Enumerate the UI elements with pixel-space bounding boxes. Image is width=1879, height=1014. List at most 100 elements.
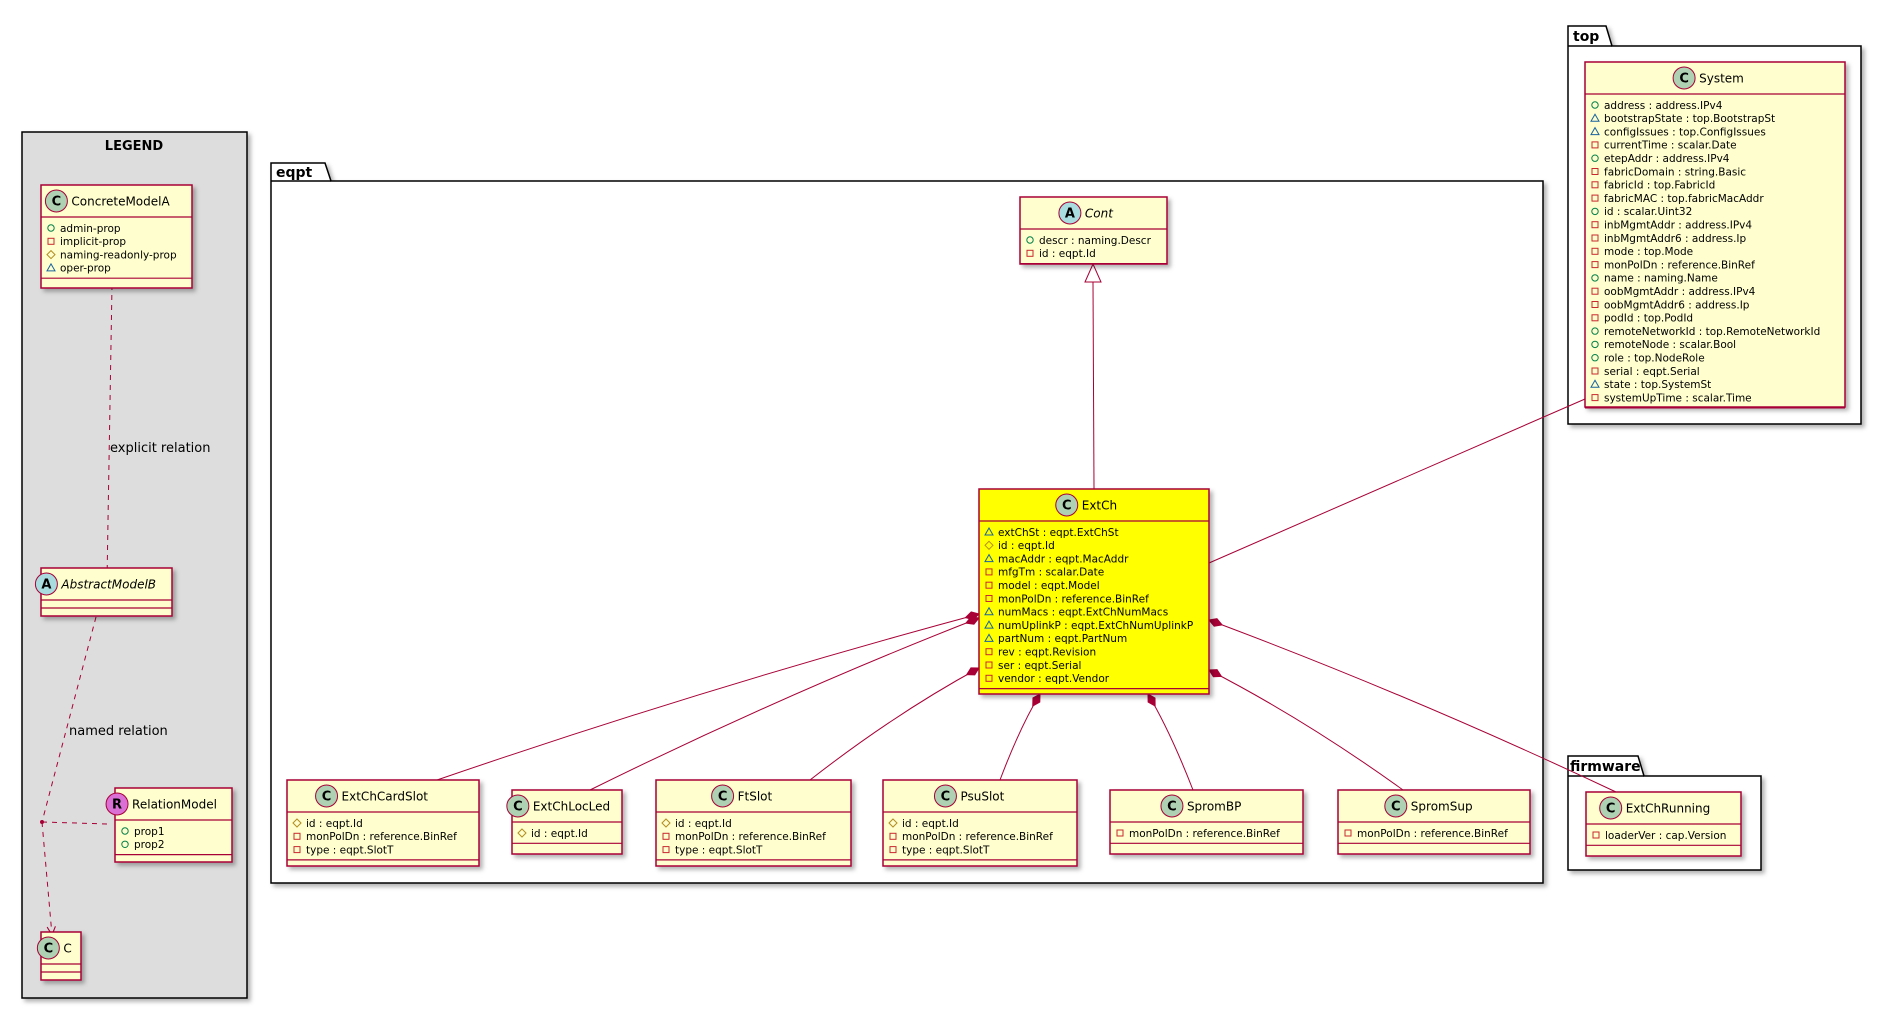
- class-attribute: role : top.NodeRole: [1604, 353, 1705, 365]
- visibility-public-icon: [1591, 354, 1599, 362]
- visibility-private-icon: [1591, 194, 1599, 202]
- visibility-package-icon: [46, 262, 56, 272]
- visibility-public-icon: [1591, 101, 1599, 109]
- class-attribute: oobMgmtAddr : address.IPv4: [1604, 286, 1756, 298]
- visibility-public-icon: [121, 827, 129, 835]
- stereotype-a-icon: [1058, 201, 1082, 225]
- visibility-private-icon: [1591, 168, 1599, 175]
- composition-line: [809, 667, 980, 781]
- composition-diamond-icon: [965, 667, 980, 676]
- class-attribute: fabricDomain : string.Basic: [1604, 166, 1746, 178]
- stereotype-c-icon: [315, 784, 339, 808]
- stereotype-c-icon: [1384, 794, 1408, 818]
- class-attribute: implicit-prop: [60, 236, 126, 248]
- class-attribute: systemUpTime : scalar.Time: [1604, 392, 1752, 404]
- class-name: ExtCh: [1082, 499, 1117, 513]
- class-attribute: admin-prop: [60, 223, 121, 235]
- visibility-protected-icon: [888, 818, 898, 828]
- class-attribute: remoteNode : scalar.Bool: [1604, 339, 1736, 351]
- legend-named-relation-label: named relation: [69, 724, 168, 739]
- class-abstractmodelb[interactable]: A AbstractModelB: [34, 567, 173, 617]
- relations-layer: explicit relation named relation: [40, 262, 1617, 935]
- visibility-public-icon: [1591, 274, 1599, 282]
- stereotype-letter: C: [941, 790, 951, 805]
- class-attribute: oobMgmtAddr6 : address.Ip: [1604, 299, 1750, 311]
- visibility-protected-icon: [984, 540, 994, 551]
- visibility-private-icon: [293, 846, 301, 854]
- stereotype-letter: C: [1606, 802, 1616, 817]
- class-attribute: vendor : eqpt.Vendor: [998, 673, 1110, 685]
- visibility-public-icon: [1591, 340, 1599, 349]
- stereotype-c-icon: [44, 189, 68, 213]
- package-label-firmware: firmware: [1570, 759, 1641, 775]
- visibility-package-icon: [984, 633, 994, 642]
- class-attribute: mode : top.Mode: [1604, 246, 1693, 258]
- composition-diamond-icon: [1147, 693, 1156, 707]
- visibility-private-icon: [47, 237, 55, 245]
- class-name: ExtChRunning: [1626, 802, 1711, 816]
- visibility-private-icon: [1591, 314, 1599, 322]
- visibility-private-icon: [985, 648, 993, 656]
- visibility-private-icon: [1591, 367, 1599, 375]
- visibility-public-icon: [1591, 207, 1599, 216]
- class-box: [978, 488, 1210, 695]
- stereotype-letter: R: [112, 798, 122, 813]
- class-attribute: monPolDn : reference.BinRef: [675, 831, 826, 843]
- class-attribute: mfgTm : scalar.Date: [998, 567, 1104, 579]
- class-attribute: rev : eqpt.Revision: [998, 647, 1096, 659]
- visibility-protected-icon: [517, 828, 527, 838]
- class-attribute: monPolDn : reference.BinRef: [1604, 259, 1755, 271]
- visibility-private-icon: [985, 674, 993, 682]
- visibility-private-icon: [1026, 249, 1034, 257]
- package-eqpt: eqpt: [270, 162, 1544, 884]
- class-name: SpromBP: [1187, 800, 1241, 814]
- stereotype-letter: A: [41, 578, 51, 593]
- stereotype-letter: C: [513, 800, 523, 815]
- visibility-private-icon: [1591, 247, 1599, 255]
- visibility-private-icon: [1591, 181, 1599, 189]
- class-attribute: loaderVer : cap.Version: [1605, 830, 1726, 842]
- composition-diamond-icon: [1208, 669, 1223, 678]
- stereotype-c-icon: [1672, 66, 1696, 90]
- composition-line: [1208, 619, 1617, 793]
- class-name: Cont: [1085, 207, 1114, 221]
- class-attribute: type : eqpt.SlotT: [902, 844, 990, 856]
- class-attribute: serial : eqpt.Serial: [1604, 366, 1700, 378]
- class-attribute: etepAddr : address.IPv4: [1604, 153, 1730, 165]
- class-name: ExtChCardSlot: [342, 790, 429, 804]
- class-attribute: remoteNetworkId : top.RemoteNetworkId: [1604, 326, 1820, 338]
- class-box: [1019, 196, 1168, 265]
- visibility-public-icon: [1591, 154, 1599, 162]
- class-attribute: partNum : eqpt.PartNum: [998, 633, 1127, 645]
- class-attribute: naming-readonly-prop: [60, 249, 177, 261]
- class-attribute: prop2: [134, 839, 165, 851]
- package-label-top: top: [1573, 29, 1599, 45]
- class-extchrunning[interactable]: C ExtChRunning loaderVer : cap.Version: [1585, 791, 1742, 857]
- class-attribute: monPolDn : reference.BinRef: [306, 831, 457, 843]
- stereotype-c-icon: [1599, 796, 1623, 820]
- stereotype-letter: C: [52, 195, 62, 210]
- class-name: C: [63, 942, 71, 956]
- class-box: [40, 567, 173, 617]
- legend-title: LEGEND: [105, 139, 164, 154]
- stereotype-letter: C: [1167, 800, 1177, 815]
- class-name: AbstractModelB: [60, 578, 156, 592]
- visibility-private-icon: [889, 832, 897, 840]
- class-name: FtSlot: [738, 790, 773, 804]
- class-attribute: extChSt : eqpt.ExtChSt: [998, 527, 1119, 539]
- stereotype-c-icon: [36, 936, 60, 960]
- class-attribute: monPolDn : reference.BinRef: [1357, 828, 1508, 840]
- class-attribute: address : address.IPv4: [1604, 100, 1723, 112]
